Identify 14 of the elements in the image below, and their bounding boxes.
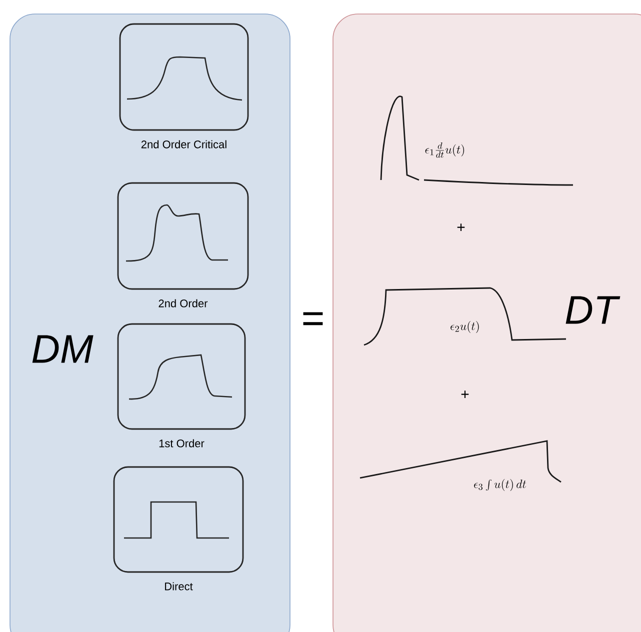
node-label: 2nd Order Critical: [141, 140, 226, 148]
waveform-box: 1st Order: [117, 323, 246, 448]
operator-sign: +: [461, 390, 469, 398]
formula: $\epsilon_1 \frac{d}{dt}u(t)$: [425, 142, 464, 158]
node-label: 1st Order: [159, 439, 204, 448]
waveform-box: Direct: [113, 466, 244, 590]
formula: $\epsilon_3 \int u(t)\, dt$: [474, 479, 526, 491]
waveform-box: 2nd Order: [117, 182, 249, 308]
waveform-box: 2nd Order Critical: [119, 23, 249, 148]
node-label: Direct: [165, 582, 193, 590]
formula: $\epsilon_2 u(t)$: [450, 321, 479, 333]
node-label: 2nd Order: [158, 299, 208, 308]
operator-sign: +: [457, 224, 465, 231]
operator-sign: =: [303, 312, 323, 326]
